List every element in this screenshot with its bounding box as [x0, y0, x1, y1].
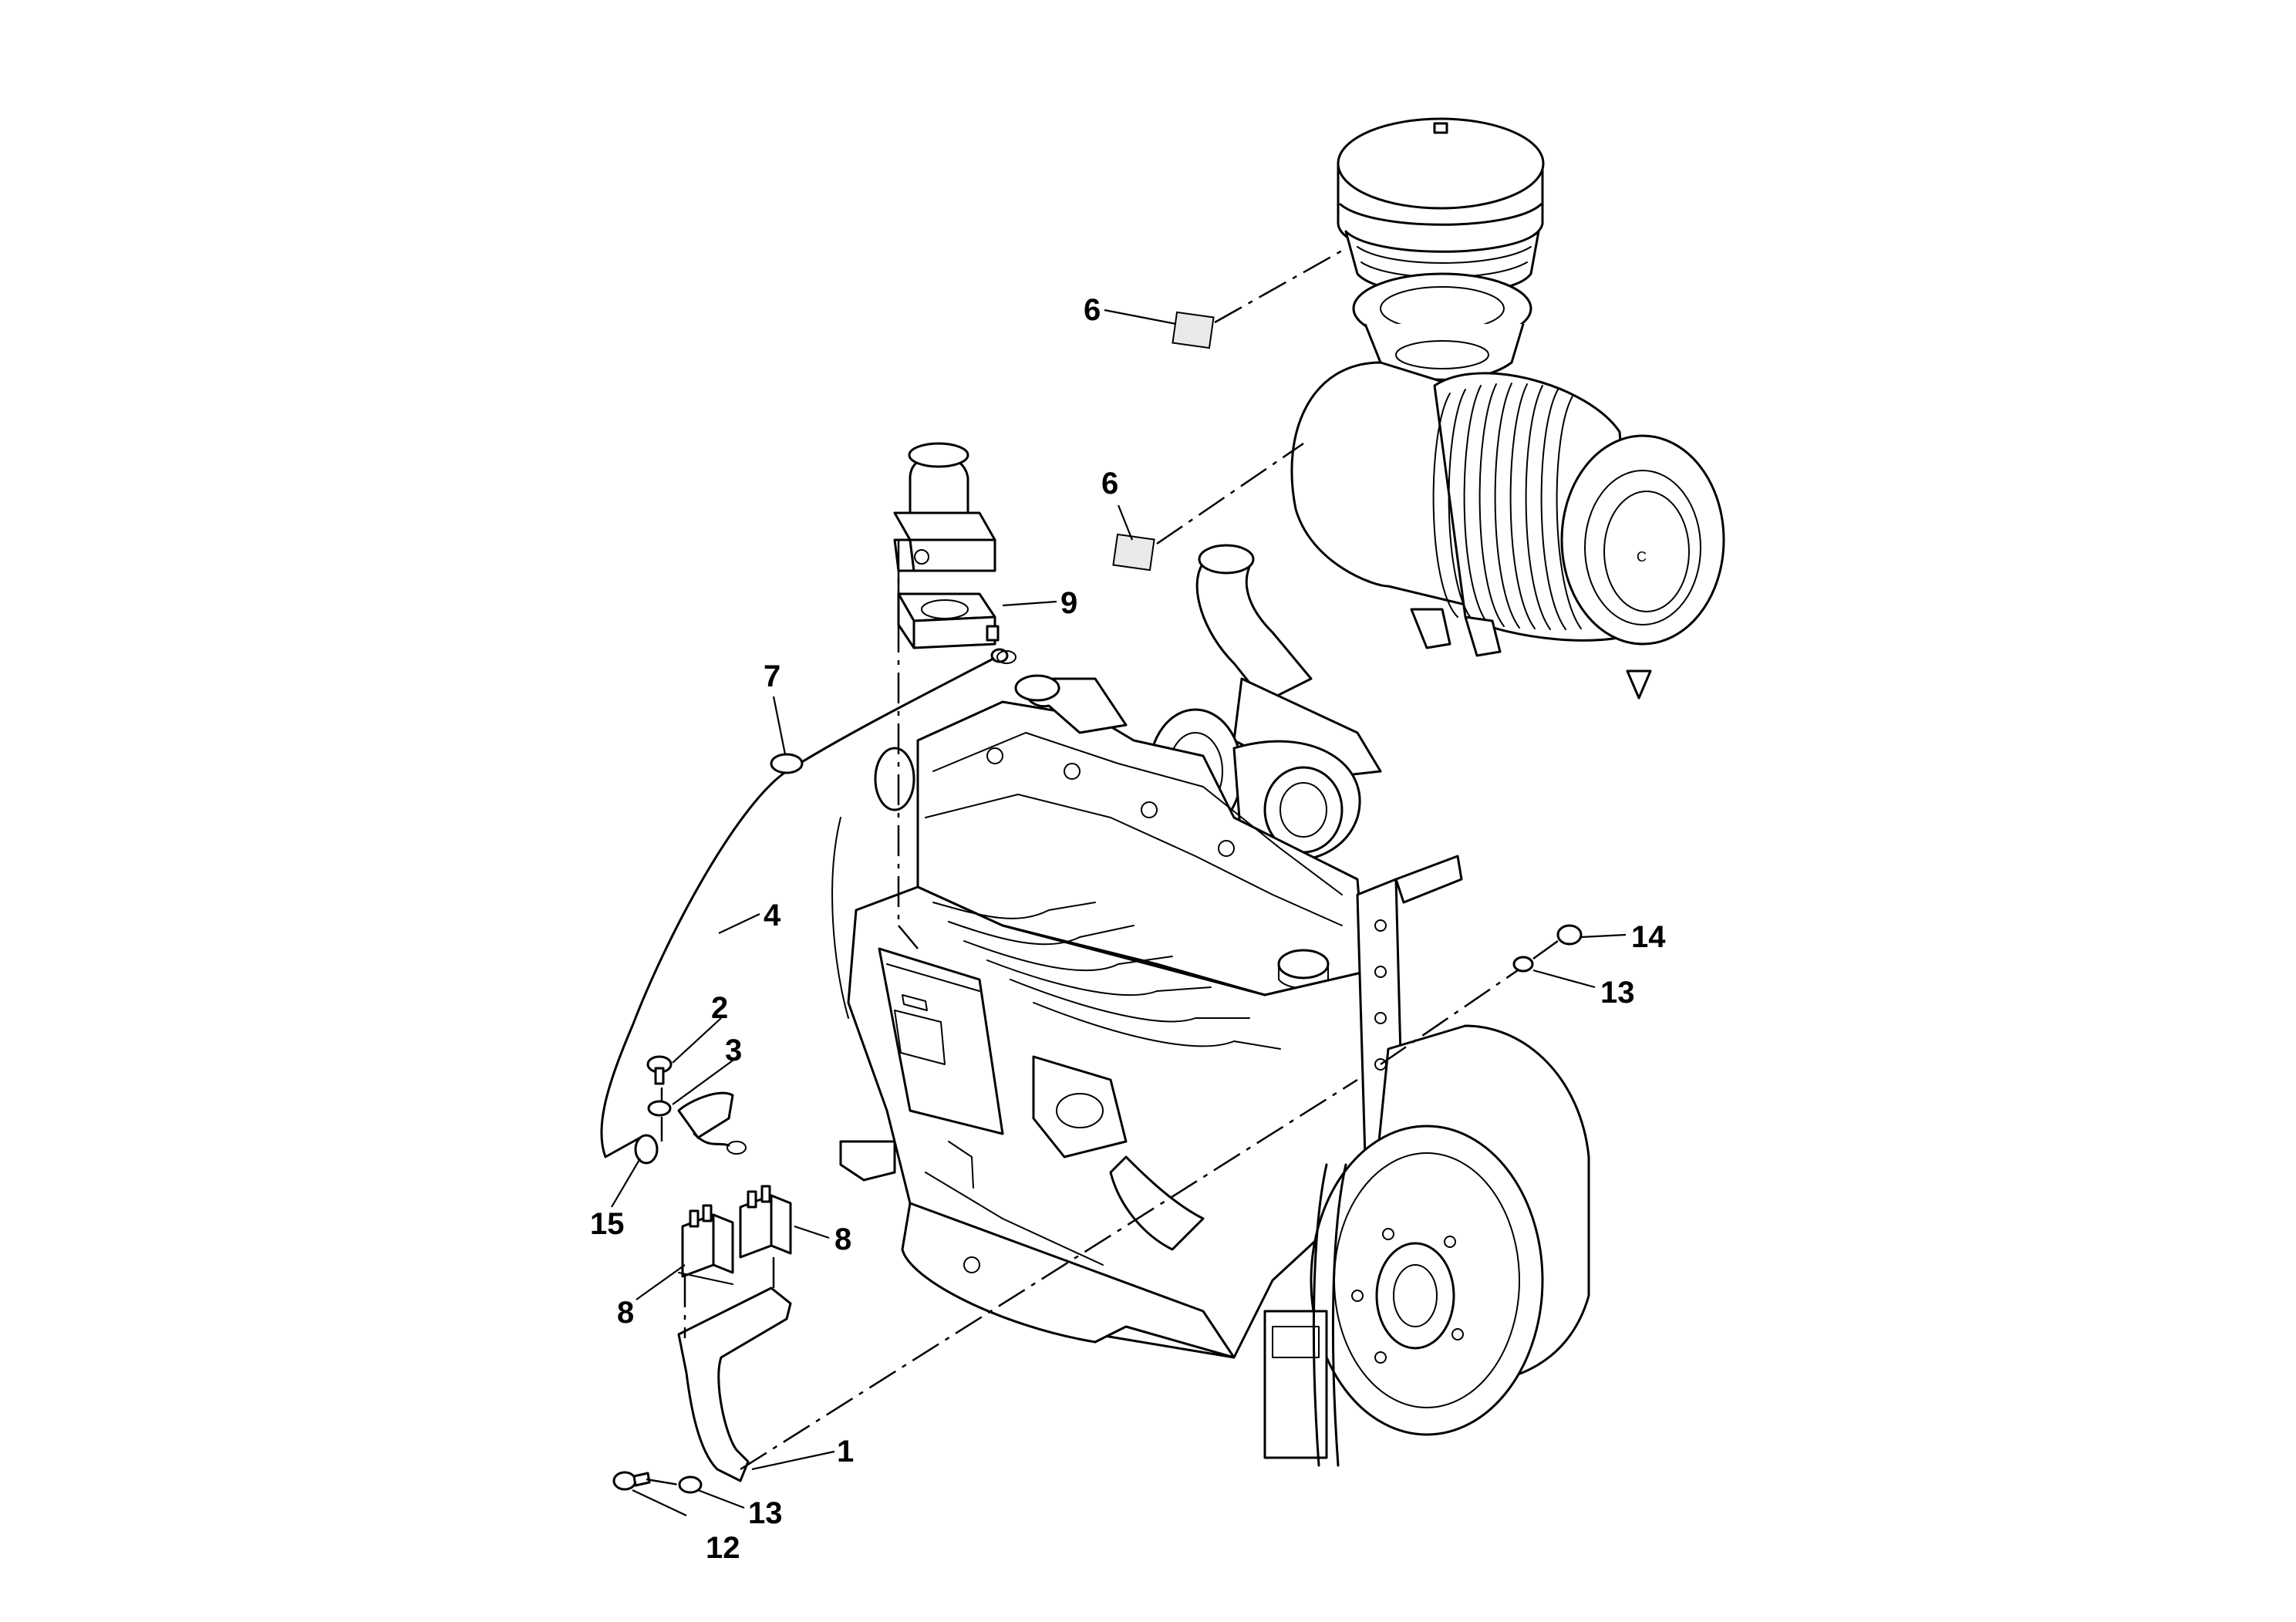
callout-4: 4 — [764, 899, 781, 932]
callout-2: 2 — [711, 991, 728, 1025]
relay-bracket — [677, 1286, 792, 1482]
callout-13-upper: 13 — [1600, 976, 1635, 1010]
callout-6-lower: 6 — [1101, 467, 1118, 501]
ground-cable — [677, 1091, 734, 1139]
intake-heater — [897, 592, 1009, 663]
callout-15: 15 — [590, 1207, 625, 1241]
relay-left — [678, 1204, 734, 1285]
bolt-2 — [646, 1055, 673, 1085]
callout-8-left: 8 — [617, 1296, 634, 1330]
callout-3: 3 — [725, 1034, 742, 1067]
wire-clip — [770, 753, 804, 774]
bolt-12 — [612, 1471, 651, 1491]
air-cleaner-mark: C — [1637, 549, 1647, 565]
intake-adapter — [893, 442, 996, 572]
washer-13-upper — [1512, 956, 1534, 973]
callout-13-lower: 13 — [748, 1496, 783, 1530]
wire-ring-terminal — [996, 650, 1017, 664]
leader-lines — [611, 309, 1627, 1516]
callout-12: 12 — [706, 1531, 740, 1565]
grommet-15 — [634, 1134, 659, 1165]
label-plate-upper — [1172, 311, 1215, 349]
assembly-lines — [646, 249, 1559, 1486]
callout-7: 7 — [764, 659, 781, 693]
nut-14 — [1556, 924, 1583, 946]
air-cleaner-assembly: C — [1290, 117, 1725, 700]
callout-8-right: 8 — [834, 1222, 851, 1256]
callout-14: 14 — [1631, 920, 1666, 954]
heater-wire — [600, 657, 995, 1158]
callout-6-upper: 6 — [1084, 293, 1101, 327]
precleaner-ring — [1352, 272, 1532, 381]
engine-block — [831, 674, 1590, 1467]
washer-13-lower — [678, 1475, 703, 1494]
air-filter-housing: C — [1290, 361, 1725, 700]
relay-right — [739, 1185, 792, 1259]
label-plate-lower — [1112, 533, 1155, 572]
callout-9: 9 — [1060, 586, 1077, 620]
washer-3 — [647, 1100, 672, 1117]
callouts: 6 6 9 7 4 2 3 15 8 8 1 13 12 13 14 — [590, 293, 1666, 1565]
callout-1: 1 — [837, 1435, 854, 1469]
precleaner-cap — [1337, 117, 1545, 295]
